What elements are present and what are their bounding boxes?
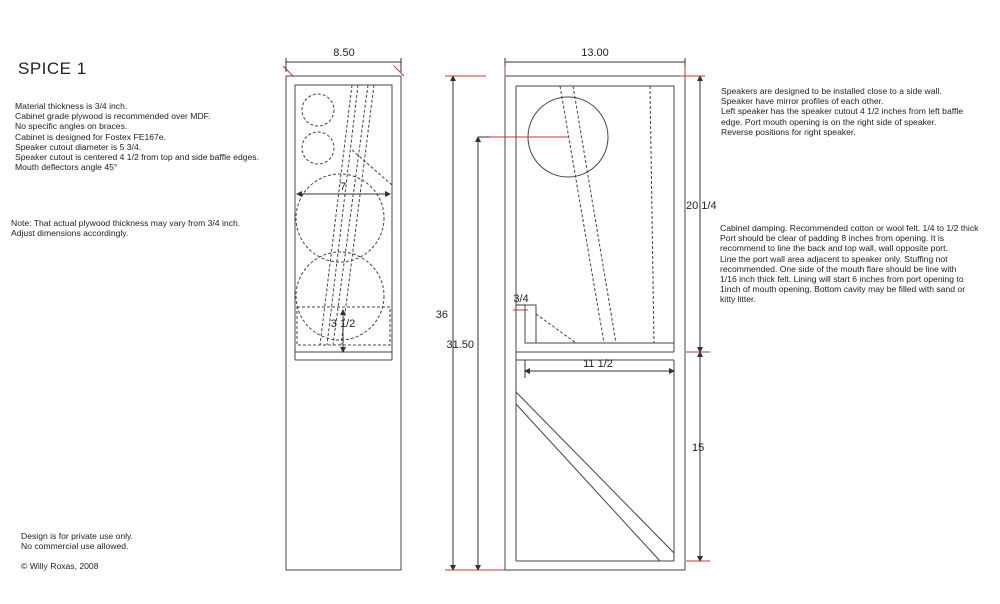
note-line: 1/16 inch thick felt. Lining will start … bbox=[720, 274, 964, 285]
note-line: Cabinet is designed for Fostex FE167e. bbox=[15, 131, 166, 142]
material-notes: Material thickness is 3/4 inch. Cabinet … bbox=[15, 101, 259, 172]
damping-notes: Cabinet damping. Recommended cotton or w… bbox=[720, 223, 978, 305]
upper-height-label: 20 1/4 bbox=[686, 200, 717, 212]
small-cutout-2 bbox=[301, 131, 335, 165]
note-line: Adjust dimensions accordingly. bbox=[11, 228, 129, 239]
note-line: No specific angles on braces. bbox=[15, 121, 128, 132]
note-line: Left speaker has the speaker cutout 4 1/… bbox=[721, 106, 964, 117]
footer: Design is for private use only. No comme… bbox=[21, 531, 133, 551]
port-width-label: 11 1/2 bbox=[583, 358, 613, 370]
small-cutout-1 bbox=[301, 93, 335, 127]
upper-chamber bbox=[516, 85, 675, 344]
front-outer-panel bbox=[285, 75, 402, 571]
mouth-deflector bbox=[515, 391, 675, 554]
front-view bbox=[282, 58, 405, 571]
note-line: Reverse positions for right speaker. bbox=[721, 126, 856, 137]
note-line: Port should be clear of padding 8 inches… bbox=[720, 233, 945, 244]
note-line: edge. Port mouth opening is on the right… bbox=[721, 116, 937, 127]
side-view bbox=[445, 58, 710, 571]
note-line: Speaker cutout is centered 4 1/2 from to… bbox=[15, 152, 259, 163]
page-title: SPICE 1 bbox=[18, 59, 87, 78]
note-line: Cabinet damping. Recommended cotton or w… bbox=[720, 223, 979, 233]
note-line: Mouth deflectors angle 45° bbox=[15, 162, 118, 173]
side-width-label: 13.00 bbox=[581, 47, 609, 59]
port-cutout bbox=[295, 251, 385, 341]
lower-height-label: 15 bbox=[692, 442, 704, 454]
note-line: Speaker cutout diameter is 5 3/4. bbox=[15, 141, 142, 152]
note-line: Note: That actual plywood thickness may … bbox=[11, 218, 241, 228]
note-line: Speaker have mirror profiles of each oth… bbox=[721, 96, 884, 107]
note-line: recommend to line the back and top wall,… bbox=[720, 243, 948, 254]
note-line: Cabinet grade plywood is recommended ove… bbox=[15, 111, 211, 122]
note-line: recommended. One side of the mouth flare… bbox=[720, 263, 957, 274]
plywood-note: Note: That actual plywood thickness may … bbox=[11, 218, 240, 238]
speaker-cutout bbox=[295, 173, 385, 263]
note-line: Line the port wall area adjacent to spea… bbox=[720, 253, 948, 264]
side-outer-panel bbox=[504, 75, 686, 571]
front-inner-width-label: 7 bbox=[340, 181, 346, 193]
copyright-text: © Willy Roxas, 2008 bbox=[21, 561, 99, 571]
copyright: © Willy Roxas, 2008 bbox=[21, 561, 99, 571]
inner-height-label: 31.50 bbox=[446, 339, 474, 351]
placement-notes: Speakers are designed to be installed cl… bbox=[721, 86, 963, 137]
note-line: kitty litter. bbox=[720, 294, 756, 305]
front-port-height-label: 3 1/2 bbox=[331, 318, 355, 330]
speaker-cutouts bbox=[295, 84, 393, 346]
usage-note: No commercial use allowed. bbox=[21, 541, 129, 552]
total-height-label: 36 bbox=[436, 309, 448, 321]
note-line: Speakers are designed to be installed cl… bbox=[721, 86, 942, 96]
front-width-label: 8.50 bbox=[333, 47, 354, 59]
thickness-label: 3/4 bbox=[513, 293, 528, 305]
usage-note: Design is for private use only. bbox=[21, 531, 134, 541]
note-line: Material thickness is 3/4 inch. bbox=[15, 101, 128, 111]
note-line: 1inch of mouth opening. Bottom cavity ma… bbox=[720, 284, 966, 295]
